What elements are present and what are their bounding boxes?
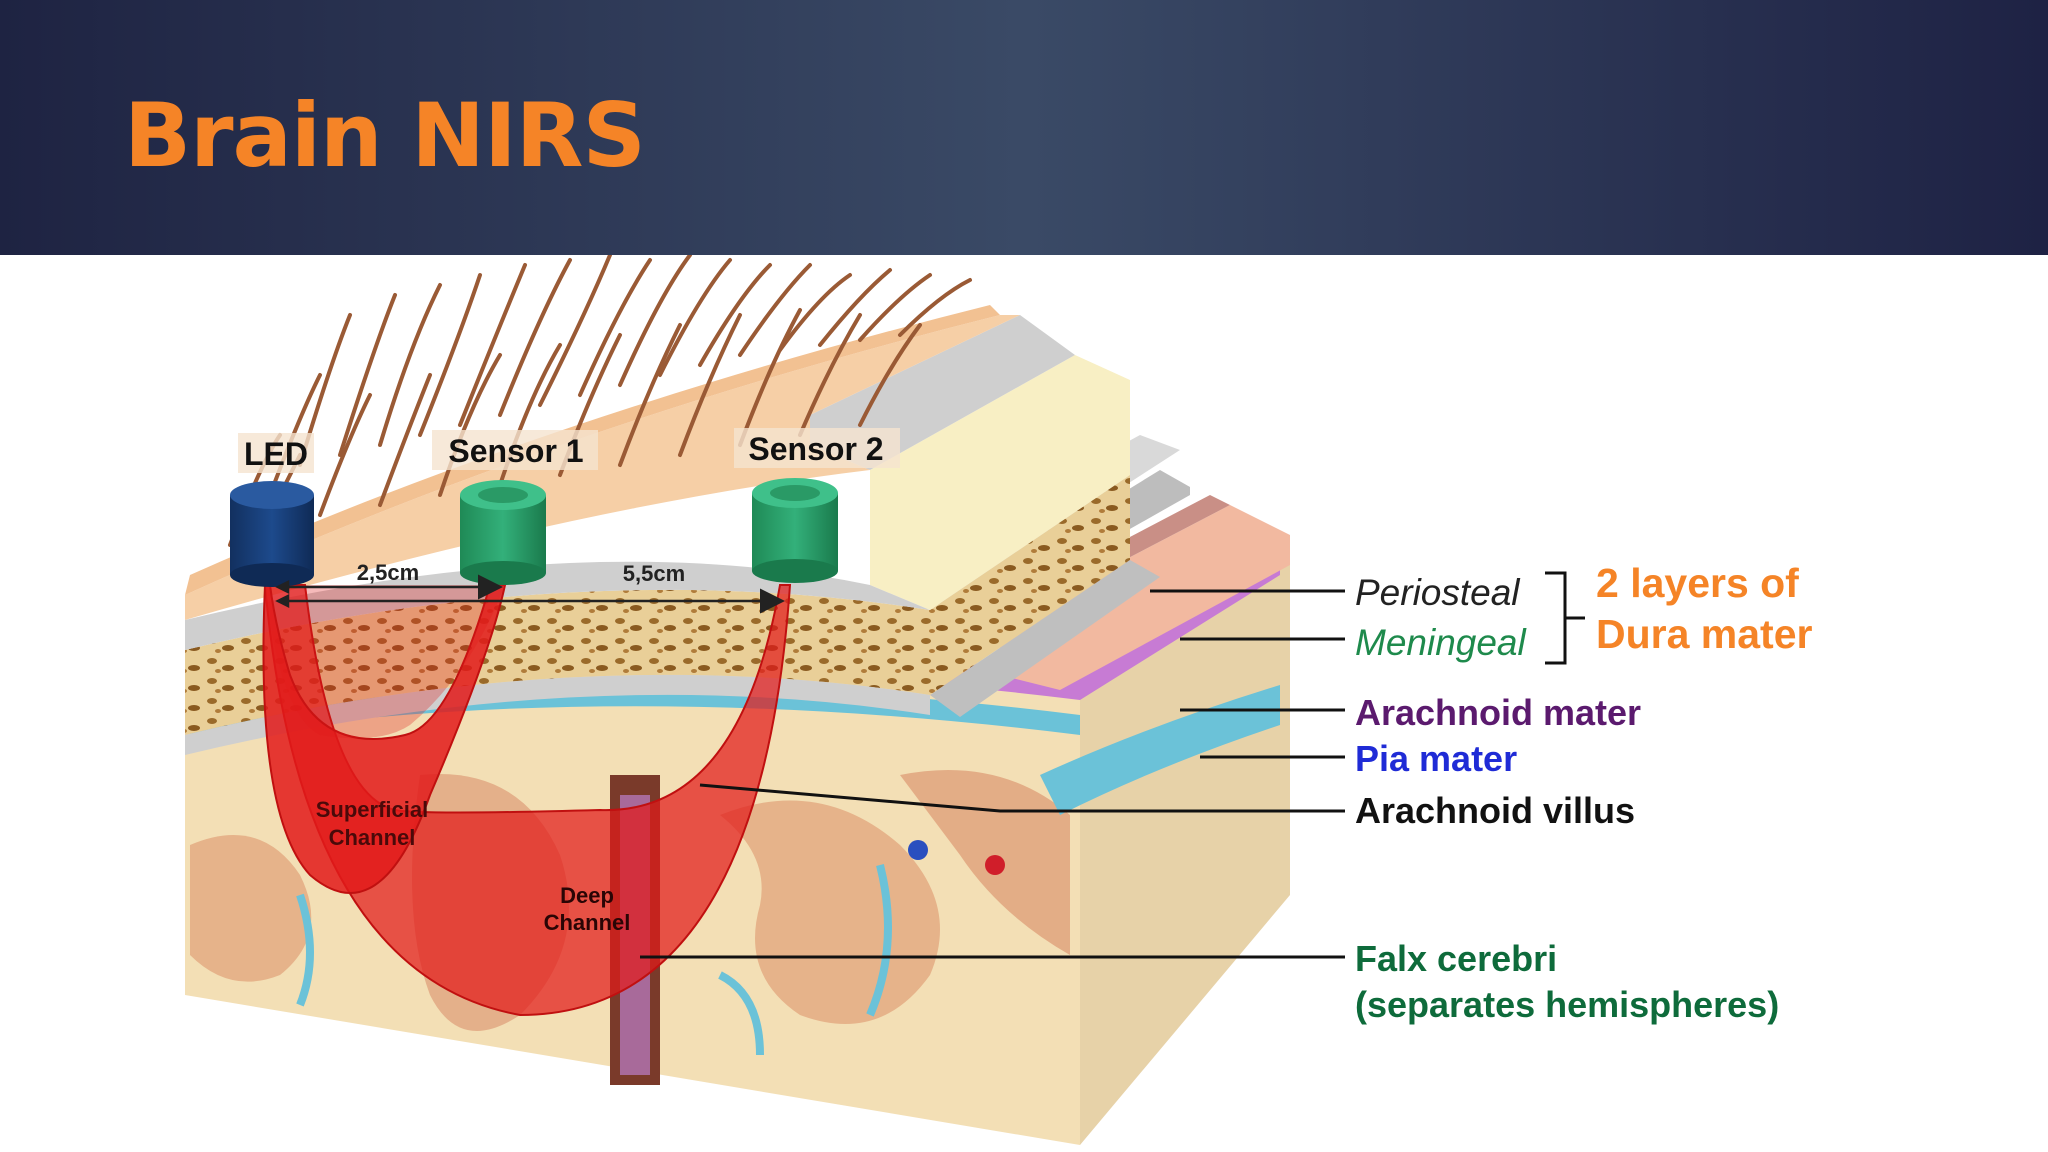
falx-cerebri-sublabel: (separates hemispheres) (1355, 984, 1779, 1025)
arachnoid-mater-label: Arachnoid mater (1355, 692, 1641, 733)
superficial-channel-label-1: Superficial (316, 797, 428, 822)
superficial-channel (262, 584, 507, 894)
distance-2-label: 5,5cm (623, 561, 685, 586)
periosteal-label: Periosteal (1355, 572, 1521, 613)
leader-lines (640, 571, 1585, 959)
distance-1-label: 2,5cm (357, 560, 419, 585)
slide-title: Brain NIRS (124, 84, 646, 187)
arachnoid-villus-label: Arachnoid villus (1355, 790, 1635, 831)
sensor-2-label: Sensor 2 (748, 431, 883, 467)
meningeal-label: Meningeal (1355, 622, 1528, 663)
deep-channel-label-1: Deep (560, 883, 614, 908)
scalp-hair (228, 255, 972, 557)
brain-meninges-diagram: Superficial Channel Deep Channel LED Sen… (185, 255, 1813, 1145)
dura-mater-label-2: Dura mater (1596, 611, 1813, 657)
superficial-channel-label-2: Channel (329, 825, 416, 850)
falx-cerebri-label: Falx cerebri (1355, 938, 1557, 979)
slide-header: Brain NIRS (0, 0, 2048, 255)
led-probe (230, 481, 314, 587)
deep-channel-label-2: Channel (544, 910, 631, 935)
dura-mater-label-1: 2 layers of (1596, 560, 1799, 606)
sensor-2-probe (752, 478, 838, 583)
sensor-1-label: Sensor 1 (448, 433, 583, 469)
nirs-channels (262, 584, 792, 1017)
led-label: LED (244, 436, 308, 472)
sensor-1-probe (460, 480, 546, 585)
distance-arrows (275, 574, 785, 614)
pia-mater-label: Pia mater (1355, 738, 1517, 779)
